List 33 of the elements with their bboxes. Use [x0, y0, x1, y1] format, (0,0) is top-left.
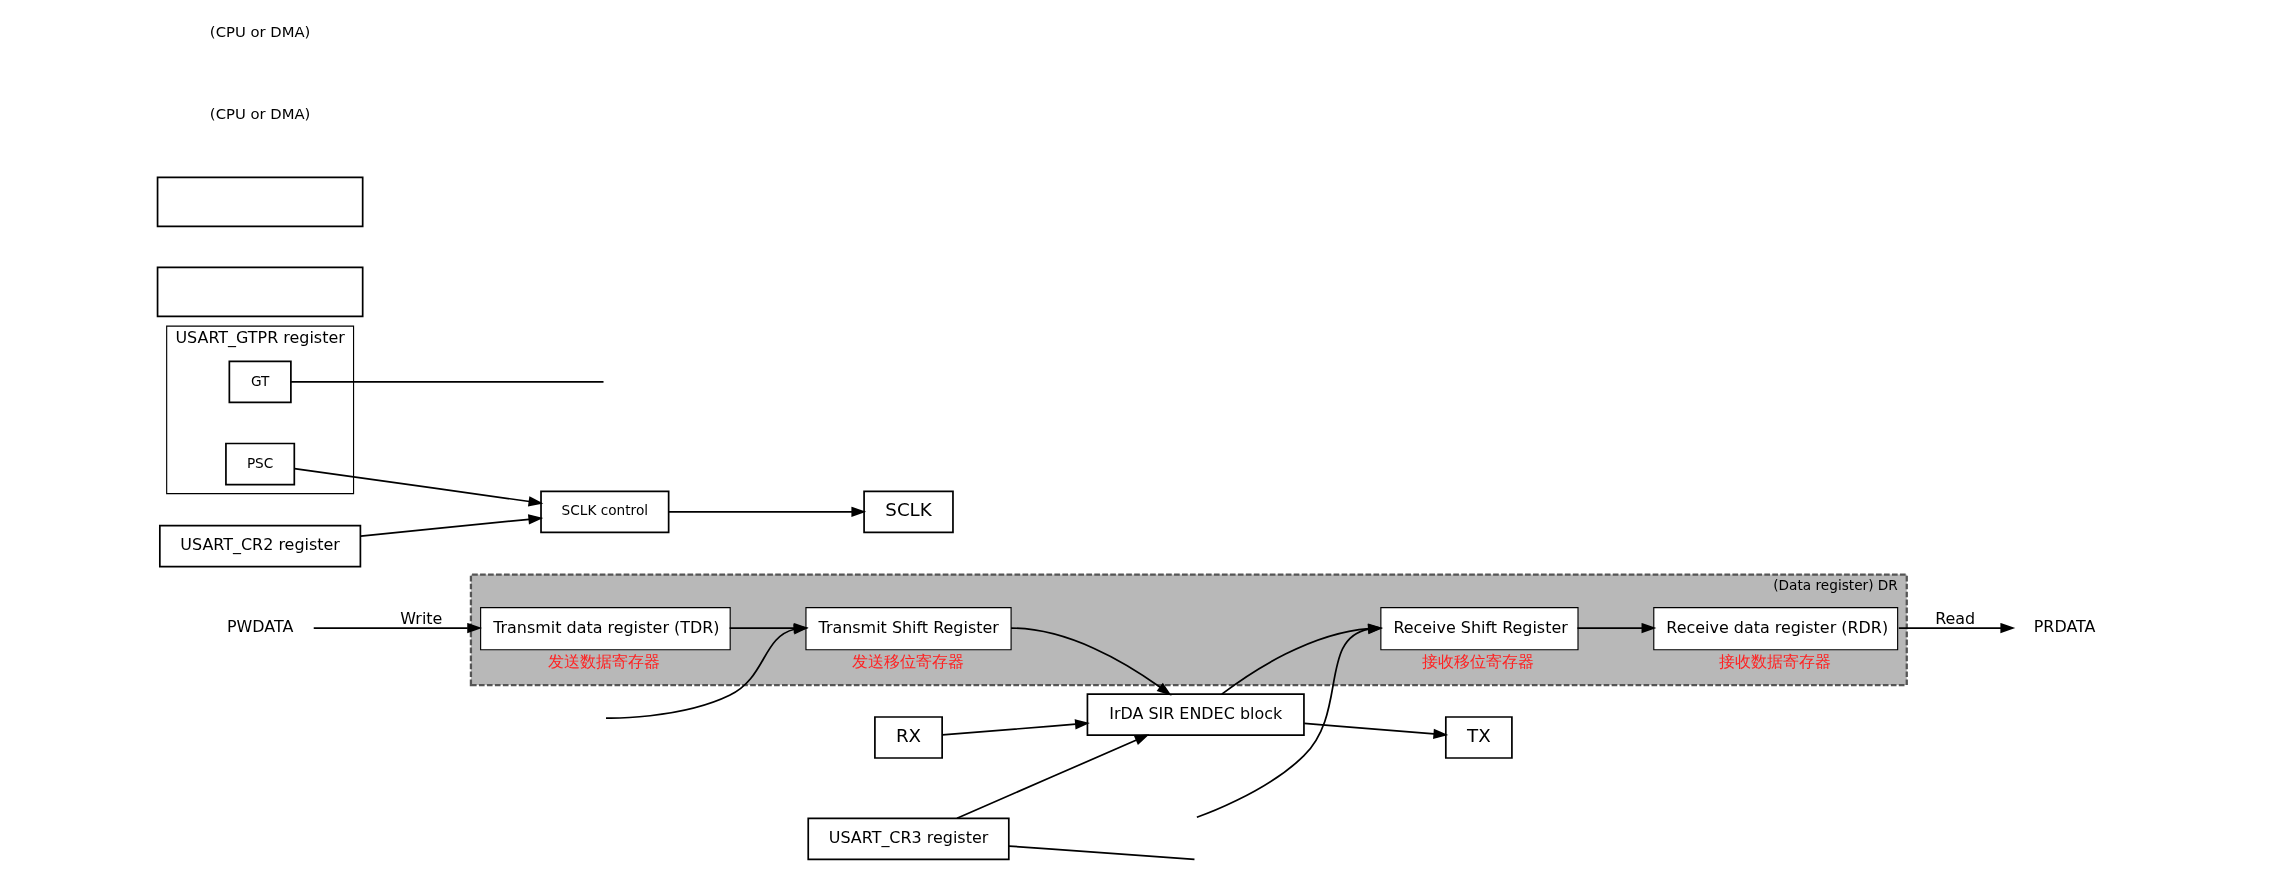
node-box: [156, 176, 364, 228]
node-box: SCLK: [862, 490, 954, 534]
node-box: [156, 266, 364, 318]
arrow: [293, 467, 543, 507]
arrow: [312, 622, 482, 634]
arrow: [955, 734, 1149, 820]
arrow: [667, 506, 866, 518]
edge-label: Read: [1934, 608, 1975, 628]
arrow: [359, 514, 543, 537]
node-box: PSC: [224, 442, 295, 486]
label: (CPU or DMA): [209, 23, 310, 41]
connector: [289, 381, 604, 383]
label: (CPU or DMA): [209, 105, 310, 123]
node-label: 发送数据寄存器: [547, 652, 660, 672]
connector: [1007, 845, 1195, 861]
node-label: 接收移位寄存器: [1421, 652, 1534, 672]
node-box: USART_CR2 register: [158, 524, 361, 568]
arrow: [1302, 722, 1448, 740]
edge-label: Write: [399, 608, 442, 628]
node-box: RX: [873, 716, 943, 759]
node-box: SCLK control: [539, 490, 669, 534]
arrow: [941, 719, 1090, 736]
arrow: [1897, 622, 2015, 634]
node-label: 发送移位寄存器: [851, 652, 964, 672]
arrow: [1576, 622, 1656, 634]
node-box: GT: [228, 360, 292, 404]
node-box: TX: [1444, 716, 1513, 759]
arrow: [1009, 627, 1172, 696]
node-box: IrDA SIR ENDEC block: [1086, 693, 1305, 737]
node-text: PRDATA: [2033, 617, 2095, 637]
node-text: PWDATA: [226, 617, 293, 637]
node-box: USART_CR3 register: [806, 817, 1010, 861]
node-label: 接收数据寄存器: [1718, 652, 1831, 672]
